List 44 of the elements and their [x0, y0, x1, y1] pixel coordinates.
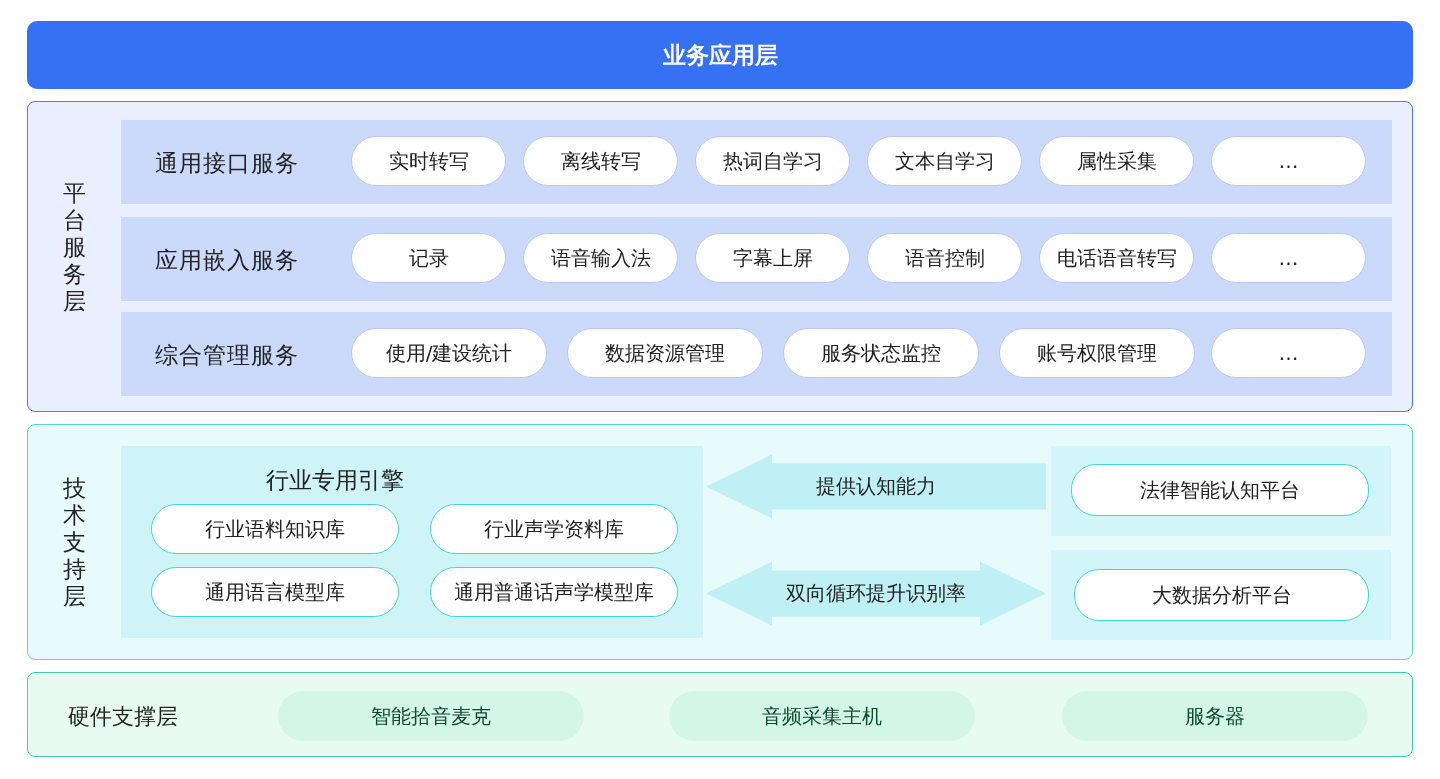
service-pill: 属性采集 — [1039, 136, 1194, 186]
layer-title: 技术支持层 — [62, 475, 86, 610]
service-pill: 账号权限管理 — [999, 328, 1195, 378]
service-pill: … — [1211, 136, 1366, 186]
layer-title: 平台服务层 — [62, 180, 86, 315]
module-pill: 大数据分析平台 — [1074, 569, 1369, 621]
layer-panel — [27, 101, 1413, 412]
service-pill: 文本自学习 — [867, 136, 1022, 186]
service-pill: … — [1211, 233, 1366, 283]
layer-bar — [27, 21, 1413, 89]
service-pill: 字幕上屏 — [695, 233, 850, 283]
service-pill: 热词自学习 — [695, 136, 850, 186]
platform-panel — [1051, 550, 1391, 640]
device-pill: 音频采集主机 — [669, 691, 975, 741]
module-pill: 行业语料知识库 — [151, 504, 399, 554]
service-pill: 记录 — [351, 233, 506, 283]
engine-title: 行业专用引擎 — [266, 466, 404, 495]
module-pill: 通用语言模型库 — [151, 567, 399, 617]
service-pill: 数据资源管理 — [567, 328, 763, 378]
service-pill: 语音输入法 — [523, 233, 678, 283]
device-pill: 服务器 — [1062, 691, 1368, 741]
layer-panel — [27, 672, 1413, 757]
row-title: 综合管理服务 — [155, 341, 299, 370]
service-pill: 离线转写 — [523, 136, 678, 186]
module-pill: 行业声学资料库 — [430, 504, 678, 554]
layer-title: 硬件支撑层 — [68, 703, 178, 731]
module-pill: 通用普通话声学模型库 — [430, 567, 678, 617]
row-title: 通用接口服务 — [155, 149, 299, 178]
engine-panel — [121, 446, 703, 638]
service-pill: 电话语音转写 — [1039, 233, 1194, 283]
device-pill: 智能拾音麦克 — [278, 691, 584, 741]
service-row — [121, 312, 1392, 396]
row-title: 应用嵌入服务 — [155, 246, 299, 275]
service-pill: 实时转写 — [351, 136, 506, 186]
platform-panel — [1051, 446, 1391, 536]
service-row — [121, 120, 1392, 204]
service-pill: 语音控制 — [867, 233, 1022, 283]
service-pill: … — [1211, 328, 1366, 378]
module-pill: 法律智能认知平台 — [1071, 464, 1369, 516]
service-pill: 服务状态监控 — [783, 328, 979, 378]
layer-panel — [27, 424, 1413, 660]
layer-title: 业务应用层 — [662, 40, 778, 70]
service-pill: 使用/建设统计 — [351, 328, 547, 378]
service-row — [121, 217, 1392, 301]
